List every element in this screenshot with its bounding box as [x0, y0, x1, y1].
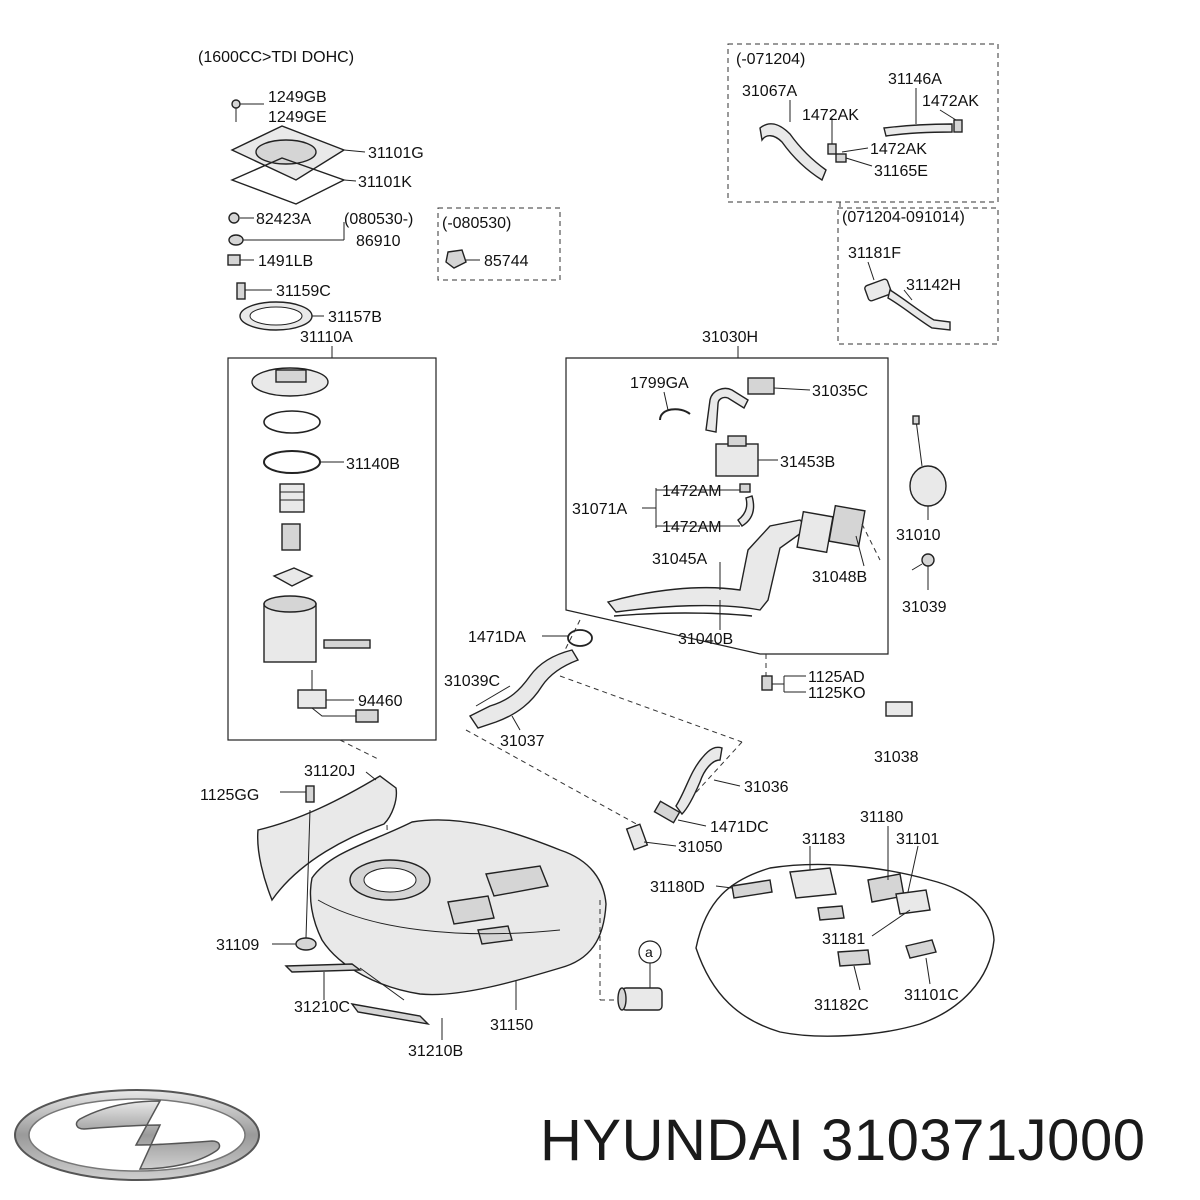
label-31182C: 31182C	[814, 997, 869, 1014]
label-31038: 31038	[874, 749, 919, 766]
label-31045A: 31045A	[652, 551, 707, 568]
tank-pads-outline	[695, 826, 995, 1037]
brand-part-number: HYUNDAI 310371J000	[540, 1108, 1146, 1173]
label-31140B: 31140B	[346, 456, 400, 473]
label-31050: 31050	[678, 839, 723, 856]
label-31039: 31039	[902, 599, 947, 616]
box-mid-right-label: (071204-091014)	[842, 209, 965, 226]
pump-cover-parts	[227, 99, 366, 331]
label-1491LB: 1491LB	[258, 253, 313, 270]
variant-label: (1600CC>TDI DOHC)	[198, 49, 354, 66]
fuel-tank	[256, 771, 663, 1040]
label-31210C: 31210C	[294, 999, 350, 1016]
label-1472AM-1: 1472AM	[662, 483, 722, 500]
label-31181: 31181	[822, 931, 865, 948]
box-top-right-label: (-071204)	[736, 51, 805, 68]
label-31039C: 31039C	[444, 673, 500, 690]
canister-hose-parts	[864, 261, 951, 331]
label-1125KO: 1125KO	[808, 685, 866, 702]
filler-hoses	[465, 619, 743, 851]
pump-assy-label: 31110A	[300, 329, 353, 346]
label-31010: 31010	[896, 527, 941, 544]
bolt-1125AD	[761, 654, 806, 693]
hyundai-logo-icon	[14, 1089, 260, 1181]
filler-neck-parts	[606, 377, 881, 630]
vent-hose-parts	[759, 88, 963, 182]
label-31101C: 31101C	[904, 987, 959, 1004]
filler-assy-label: 31030H	[702, 329, 758, 346]
label-94460: 94460	[358, 693, 403, 710]
label-31037: 31037	[500, 733, 545, 750]
label-1472AK-1: 1472AK	[922, 93, 979, 110]
box-small-label: (-080530)	[442, 215, 511, 232]
label-31048B: 31048B	[812, 569, 867, 586]
label-31157B: 31157B	[328, 309, 382, 326]
label-1125GG: 1125GG	[200, 787, 259, 804]
label-31120J: 31120J	[304, 763, 355, 780]
label-31101K: 31101K	[358, 174, 412, 191]
label-1249GE: 1249GE	[268, 109, 327, 126]
label-31036: 31036	[744, 779, 789, 796]
label-85744: 85744	[484, 253, 529, 270]
label-31067A: 31067A	[742, 83, 797, 100]
fuel-cap	[909, 415, 947, 520]
label-31071A: 31071A	[572, 501, 627, 518]
label-31180D: 31180D	[650, 879, 705, 896]
label-1799GA: 1799GA	[630, 375, 689, 392]
label-1472AM-2: 1472AM	[662, 519, 722, 536]
callout-a: a	[645, 944, 653, 960]
label-31183: 31183	[802, 831, 845, 848]
label-31101: 31101	[896, 831, 939, 848]
label-31159C: 31159C	[276, 283, 331, 300]
label-31150: 31150	[490, 1017, 533, 1034]
label-31210B: 31210B	[408, 1043, 463, 1060]
pump-assembly-parts	[251, 367, 379, 723]
label-31180: 31180	[860, 809, 903, 826]
label-1471DA: 1471DA	[468, 629, 526, 646]
label-31453B: 31453B	[780, 454, 835, 471]
fuel-system-parts-diagram: (1600CC>TDI DOHC) 1249GB 1249GE 31101G 3…	[198, 43, 999, 1060]
label-1472AK-3: 1472AK	[870, 141, 927, 158]
label-31142H: 31142H	[906, 277, 961, 294]
label-31146A: 31146A	[888, 71, 942, 88]
screw-31039	[911, 553, 935, 590]
label-1125AD: 1125AD	[808, 669, 865, 686]
label-1249GB: 1249GB	[268, 89, 327, 106]
cap-note: (080530-)	[344, 211, 413, 228]
label-86910: 86910	[356, 233, 401, 250]
label-31040B: 31040B	[678, 631, 733, 648]
label-31101G: 31101G	[368, 145, 424, 162]
label-1471DC: 1471DC	[710, 819, 769, 836]
label-1472AK-2: 1472AK	[802, 107, 859, 124]
label-31035C: 31035C	[812, 383, 868, 400]
label-31181F: 31181F	[848, 245, 901, 262]
label-82423A: 82423A	[256, 211, 311, 228]
label-31109: 31109	[216, 937, 259, 954]
label-31165E: 31165E	[874, 163, 928, 180]
